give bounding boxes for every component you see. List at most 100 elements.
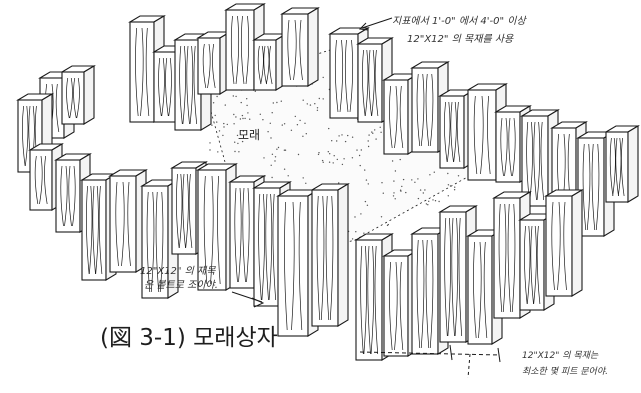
sand-dot [302,135,304,137]
sand-dot [211,124,213,126]
sand-dot [274,160,276,162]
sand-dot [401,185,403,188]
dimension-line [359,351,501,356]
sand-dot [372,132,374,134]
sand-dot [222,134,224,137]
sand-dot [241,114,244,117]
sand-dot [447,195,449,197]
sand-dot [363,232,365,234]
figure-caption: (図 3-1) 모래상자 [100,325,278,351]
annotation-top-line1: 지표에서 1'-0" 에서 4'-0" 이상 [392,16,526,27]
timber-post [604,125,640,203]
sand-dot [240,101,242,104]
sand-dot [299,119,301,122]
sand-dot [336,158,338,161]
sand-dot [328,161,331,163]
sand-dot [447,184,450,186]
sand-dot [341,134,343,136]
sand-dot [304,122,306,125]
sand-dot [216,95,218,98]
sand-dot [368,134,370,136]
sand-dot [393,192,395,194]
sand-dot [272,102,274,104]
sand-dot [425,203,428,205]
sand-dot [347,134,349,137]
arrow-top-head [358,22,369,31]
sand-dot [223,126,225,128]
sand-dot [364,200,367,203]
sand-dot [316,107,319,109]
sand-dot [328,127,330,130]
sand-dot [427,204,429,206]
sand-dot [417,178,419,180]
annotation-top-line2: 12"X12" 의 목재를 사용 [407,34,514,45]
sand-dot [216,121,218,123]
sand-dot [386,224,389,227]
sand-dot [393,180,395,182]
sand-dot [223,122,225,125]
arrow-left-head [251,297,265,308]
sand-dot [321,159,324,162]
sand-dot [429,174,431,176]
sand-dot [359,164,361,167]
sand-dot [374,129,376,131]
sand-dot [327,151,329,153]
sand-dot [360,149,362,151]
sand-dot [331,140,333,142]
sand-dot [217,151,219,153]
sand-dot [358,154,361,157]
sand-dot [354,216,356,218]
sand-dot [432,199,434,201]
sand-dot [270,137,272,139]
sand-dot [267,131,269,133]
sand-dot [399,158,401,161]
sand-dot [259,113,261,116]
sand-dot [392,195,395,197]
annotation-left-line1: 12"X12" 의 재목 [140,266,216,277]
sand-dot [241,140,244,143]
sand-dot [269,122,271,125]
sand-dot [371,131,373,133]
sand-dot [365,179,368,181]
sand-dot [233,113,235,116]
sand-dot [364,169,366,171]
sand-dot [366,204,369,206]
sand-dot [322,161,324,163]
sand-dot [302,177,304,179]
sand-dot [382,192,384,194]
sand-dot [306,103,308,105]
sand-dot [238,151,240,153]
sand-dot [351,238,354,240]
sand-dot [296,124,299,126]
timber-post [60,65,96,125]
sand-dot [283,149,286,151]
sand-dot [375,138,377,140]
sand-dot [270,164,272,166]
sand-dot [287,175,289,177]
sand-dot [239,118,242,120]
sand-dot [405,191,407,194]
sand-dot [344,140,347,143]
sand-dot [309,104,312,106]
sand-dot [343,158,345,160]
sand-dot [235,95,237,98]
sand-dot [367,145,370,148]
sand-dot [351,157,354,159]
sand-dot [246,104,248,107]
sand-dot [367,140,369,142]
sand-dot [281,124,283,126]
sand-dot [305,133,307,135]
dimension-tick-right [497,347,501,363]
sand-dot [242,117,244,120]
sand-dot [274,156,277,158]
sand-dot [336,140,338,142]
dimension-tick-left [449,344,453,361]
sand-dot [414,181,416,183]
sand-dot [316,109,319,112]
sand-dot [226,123,228,126]
sand-dot [232,95,234,97]
sand-dot [209,142,211,144]
sand-dot [277,146,280,149]
timber-post [252,33,288,91]
